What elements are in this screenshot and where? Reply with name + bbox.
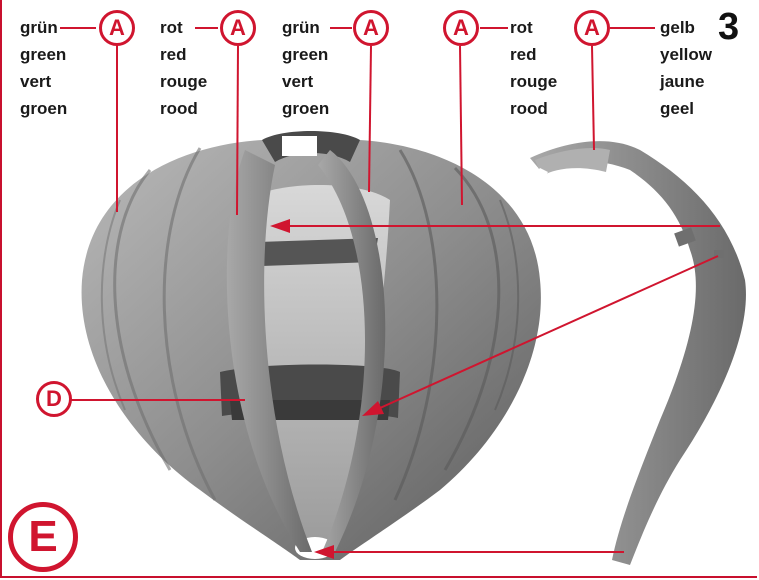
- part-callout-a: A: [99, 10, 135, 46]
- color-nl: rood: [160, 95, 207, 122]
- part-callout-a: A: [443, 10, 479, 46]
- color-de: rot: [160, 14, 207, 41]
- color-en: red: [510, 41, 557, 68]
- color-nl: groen: [20, 95, 67, 122]
- color-nl: groen: [282, 95, 329, 122]
- color-nl: rood: [510, 95, 557, 122]
- part-color-label: rot red rouge rood: [510, 14, 557, 122]
- ring-callout-d: D: [36, 381, 72, 417]
- color-nl: geel: [660, 95, 712, 122]
- part-callout-a: A: [220, 10, 256, 46]
- color-de: gelb: [660, 14, 712, 41]
- color-de: grün: [20, 14, 67, 41]
- part-color-label: grün green vert groen: [20, 14, 67, 122]
- color-fr: vert: [282, 68, 329, 95]
- color-de: grün: [282, 14, 329, 41]
- top-tab: [282, 136, 317, 156]
- part-color-label: grün green vert groen: [282, 14, 329, 122]
- part-callout-a: A: [353, 10, 389, 46]
- part-color-label: gelb yellow jaune geel: [660, 14, 712, 122]
- color-fr: rouge: [160, 68, 207, 95]
- color-en: yellow: [660, 41, 712, 68]
- step-number: 3: [718, 6, 739, 49]
- color-de: rot: [510, 14, 557, 41]
- color-en: red: [160, 41, 207, 68]
- assembly-callout-e: E: [8, 502, 78, 572]
- color-fr: rouge: [510, 68, 557, 95]
- loose-petal: [530, 141, 746, 565]
- color-fr: vert: [20, 68, 67, 95]
- color-en: green: [282, 41, 329, 68]
- color-en: green: [20, 41, 67, 68]
- part-color-label: rot red rouge rood: [160, 14, 207, 122]
- part-callout-a: A: [574, 10, 610, 46]
- color-fr: jaune: [660, 68, 712, 95]
